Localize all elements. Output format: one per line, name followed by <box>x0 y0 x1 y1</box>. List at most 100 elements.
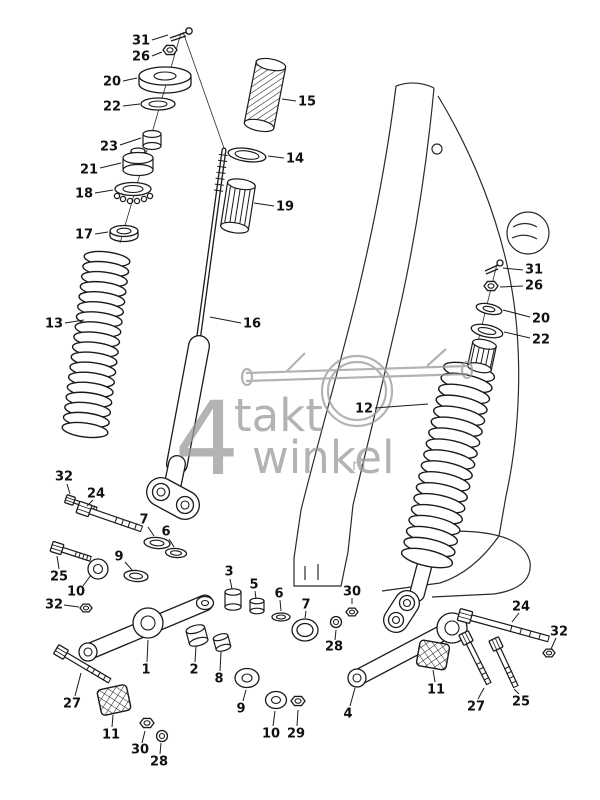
callout-leader-20 <box>122 77 138 82</box>
callout-label-26: 26 <box>132 50 150 65</box>
callout-label-30: 30 <box>131 743 149 758</box>
callout-label-31: 31 <box>525 263 543 278</box>
spring-guide-15 <box>243 57 287 133</box>
spring-12 <box>400 361 496 569</box>
frame-hole-detail <box>511 222 538 240</box>
nut-32-right <box>542 648 556 658</box>
callout-label-8: 8 <box>214 672 223 687</box>
callout-leader-3 <box>229 578 233 590</box>
spring-13 <box>61 250 131 439</box>
callout-leader-13 <box>64 319 85 324</box>
callout-leader-29 <box>296 709 299 727</box>
callout-label-23: 23 <box>100 140 118 155</box>
callout-leader-31 <box>502 267 524 271</box>
callout-label-12: 12 <box>355 402 373 417</box>
callout-label-6: 6 <box>274 587 283 602</box>
fork-cap-skirt <box>138 77 192 94</box>
nut-32b <box>79 603 93 613</box>
callout-leader-27 <box>74 672 82 697</box>
callout-label-13: 13 <box>45 317 63 332</box>
callout-leader-5 <box>254 590 257 600</box>
callout-leader-26 <box>499 285 524 288</box>
callout-leader-12 <box>374 403 429 409</box>
callout-label-32: 32 <box>45 598 63 613</box>
bushing-3 <box>224 588 242 611</box>
callout-leader-16 <box>209 316 242 324</box>
callout-leader-8 <box>219 651 222 672</box>
dust-seal-7a <box>143 536 171 550</box>
parts-layer <box>49 44 556 743</box>
callout-label-24: 24 <box>512 600 530 615</box>
callout-label-3: 3 <box>224 565 233 580</box>
frame-lower-gusset <box>381 535 500 592</box>
callout-leader-6 <box>279 599 282 612</box>
callout-label-4: 4 <box>343 707 352 722</box>
axis-line-rod <box>182 31 225 149</box>
callout-label-20: 20 <box>103 75 121 90</box>
rubber-stop-11-right <box>415 639 451 671</box>
watermark: 4 takt winkel nl <box>175 348 474 499</box>
seal-6a <box>164 547 188 559</box>
callout-leader-10 <box>272 710 276 727</box>
frame-hole-small <box>431 143 443 155</box>
callout-leader-24 <box>86 499 94 507</box>
callout-leader-7 <box>147 526 155 537</box>
callout-label-27: 27 <box>467 700 485 715</box>
frame-rear-edge <box>437 95 520 537</box>
callout-leader-31 <box>151 34 169 41</box>
bolt-27-right <box>458 630 492 686</box>
callout-leader-22 <box>503 331 531 339</box>
callout-label-31: 31 <box>132 34 150 49</box>
bolt-27-left <box>53 644 112 684</box>
callout-label-2: 2 <box>189 663 198 678</box>
cover-disc-7b-mid <box>296 622 314 638</box>
bearing-17 <box>109 224 139 238</box>
bearing-balls-18 <box>113 192 154 205</box>
callout-label-29: 29 <box>287 727 305 742</box>
spring-seat-12 <box>467 338 497 374</box>
callout-leader-11 <box>111 714 114 728</box>
callout-label-7: 7 <box>301 598 310 613</box>
callout-label-1: 1 <box>141 663 150 678</box>
nut-26-right <box>483 280 499 292</box>
callout-leader-11 <box>432 669 436 683</box>
callout-label-16: 16 <box>243 317 261 332</box>
callout-leader-7 <box>304 610 307 619</box>
bearing-17-depth <box>109 231 139 243</box>
callout-leader-9 <box>124 561 133 571</box>
washer-14 <box>227 147 267 163</box>
callout-leader-19 <box>253 202 275 207</box>
callout-label-20: 20 <box>532 312 550 327</box>
callout-leader-2 <box>194 645 197 663</box>
small-part-details <box>109 27 504 275</box>
callout-label-22: 22 <box>532 333 550 348</box>
callout-leader-25 <box>513 688 520 695</box>
fork-eye-16b <box>175 495 195 515</box>
callout-leader-22 <box>122 103 141 107</box>
callout-leader-25 <box>56 555 60 570</box>
link-eye-1 <box>78 642 98 662</box>
callout-leader-17 <box>94 231 109 235</box>
washer-22 <box>140 97 176 111</box>
callout-label-15: 15 <box>298 95 316 110</box>
callout-label-19: 19 <box>276 200 294 215</box>
bolt-25-right <box>488 636 519 689</box>
washer-9b <box>234 667 260 689</box>
callout-label-11: 11 <box>427 683 445 698</box>
watermark-digit: 4 <box>175 380 240 499</box>
bolt-24-right <box>456 608 550 643</box>
callout-leader-26 <box>151 51 163 57</box>
rubber-stop-11-left <box>96 684 132 716</box>
watermark-brake-lever-left <box>286 352 306 372</box>
callout-label-25: 25 <box>512 695 530 710</box>
callout-label-28: 28 <box>150 755 168 770</box>
callout-leader-28 <box>334 629 337 641</box>
callout-leader-24 <box>511 612 520 623</box>
callout-leader-14 <box>267 155 285 159</box>
frame-bottom-bracket <box>293 551 349 587</box>
callout-label-21: 21 <box>80 163 98 178</box>
callout-label-14: 14 <box>286 152 304 167</box>
callout-label-22: 22 <box>103 100 121 115</box>
washer-6b <box>271 612 291 622</box>
